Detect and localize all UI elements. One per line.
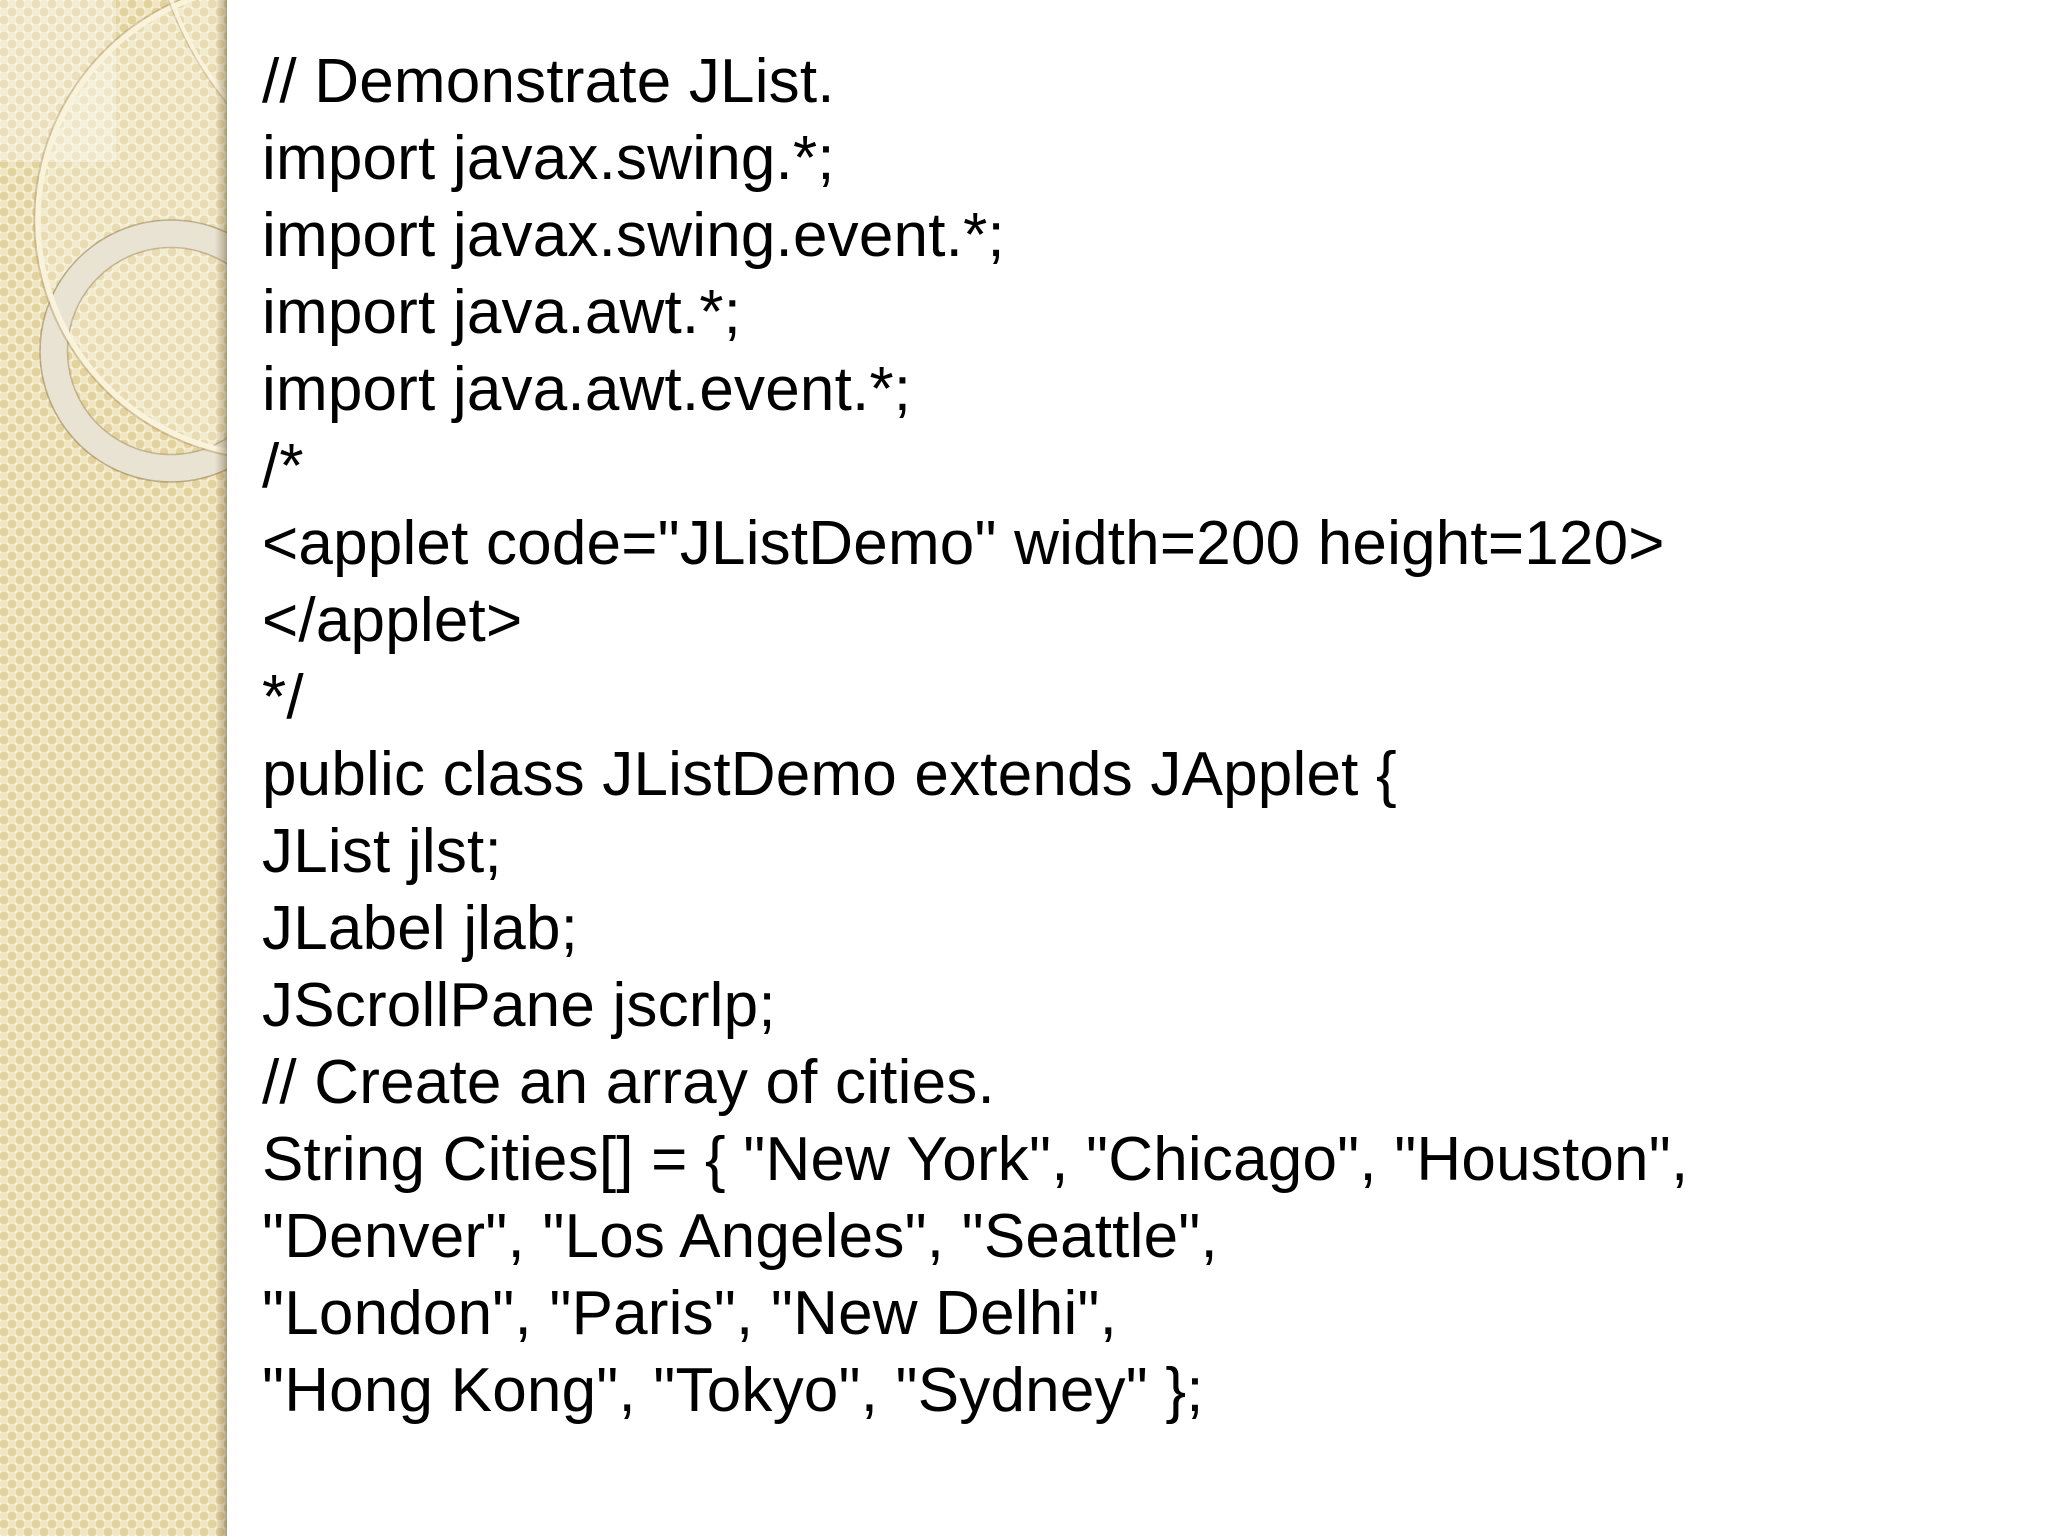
code-line: import javax.swing.*;	[262, 124, 835, 193]
ornament-thin-ring	[33, 0, 227, 457]
ornament-highlight-rect	[0, 0, 116, 162]
code-line: import java.awt.event.*;	[262, 355, 912, 424]
code-line: import javax.swing.event.*;	[262, 201, 1005, 270]
code-line: "Hong Kong", "Tokyo", "Sydney" };	[262, 1356, 1204, 1425]
code-block: // Demonstrate JList. import javax.swing…	[227, 0, 2048, 1536]
sidebar-panel	[0, 0, 227, 1536]
code-line: "London", "Paris", "New Delhi",	[262, 1279, 1118, 1348]
ornament-thick-ring	[39, 219, 227, 483]
code-line: public class JListDemo extends JApplet {	[262, 740, 1397, 809]
code-line: // Create an array of cities.	[262, 1048, 995, 1117]
code-line: JLabel jlab;	[262, 894, 579, 963]
code-line: import java.awt.*;	[262, 278, 742, 347]
code-line: JList jlst;	[262, 817, 502, 886]
code-line: /*	[262, 432, 304, 501]
code-line: "Denver", "Los Angeles", "Seattle",	[262, 1202, 1218, 1271]
code-line: JScrollPane jscrlp;	[262, 971, 776, 1040]
code-line: </applet>	[262, 586, 523, 655]
code-line: String Cities[] = { "New York", "Chicago…	[262, 1125, 1689, 1194]
sidebar-ornament-circles	[0, 0, 227, 483]
code-line: <applet code="JListDemo" width=200 heigh…	[262, 509, 1665, 578]
code-line: // Demonstrate JList.	[262, 47, 835, 116]
code-line: */	[262, 663, 304, 732]
